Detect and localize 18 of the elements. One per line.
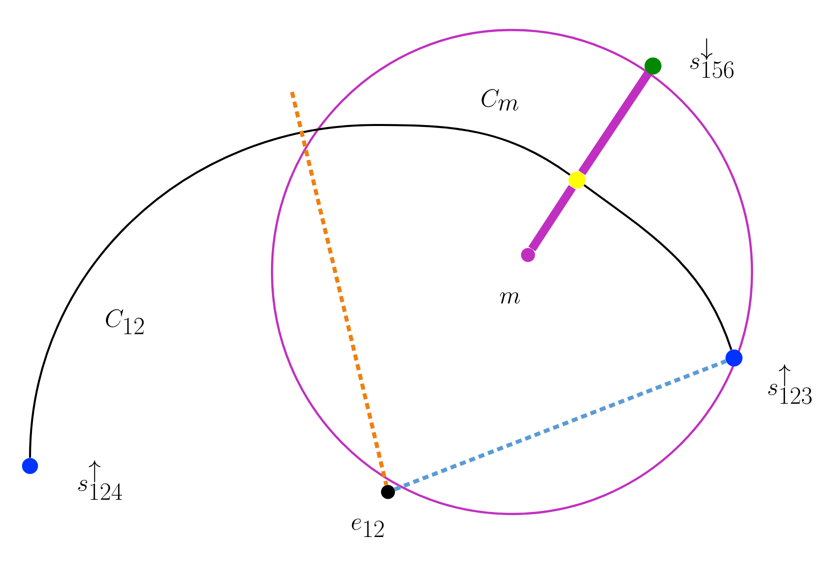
- dashed-line: [290, 92, 388, 486]
- thick-line: [578, 70, 652, 176]
- point-dot: [644, 58, 662, 74]
- point-label: $m$: [500, 292, 520, 304]
- curve-label: $C_{12}$: [106, 309, 144, 334]
- point-label: $e_{12}$: [352, 518, 384, 538]
- point-label: $s^{\downarrow}_{156}$: [690, 38, 734, 78]
- curve: [583, 184, 732, 350]
- thick-line: [528, 184, 576, 252]
- curve: [29, 124, 571, 458]
- circle-label: $C_{m}$: [482, 89, 518, 111]
- point-dot: [381, 484, 395, 499]
- point-dot: [568, 171, 586, 188]
- point-dot: [22, 458, 38, 474]
- point-label: $s^{\uparrow}_{123}$: [768, 364, 812, 404]
- point-dot: [521, 248, 535, 262]
- point-label: $s^{\uparrow}_{124}$: [78, 460, 122, 500]
- dashed-line: [394, 359, 727, 492]
